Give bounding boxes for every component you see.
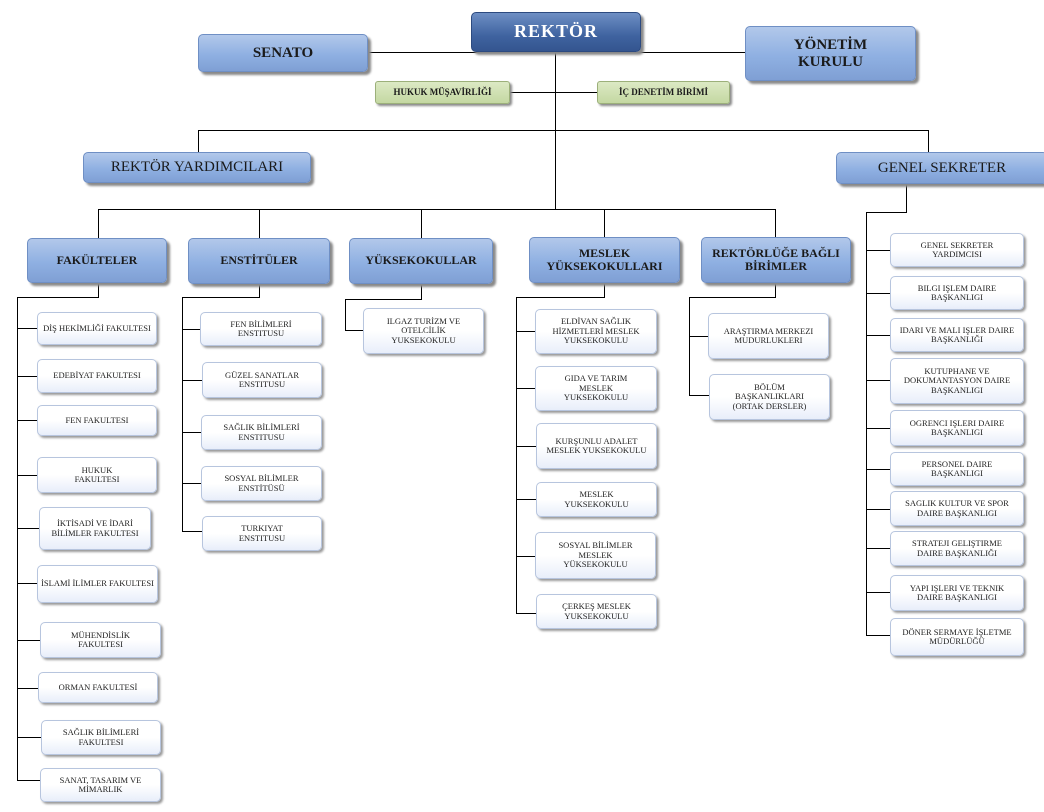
myo-meslek: MESLEK YUKSEKOKULU [536,482,657,517]
meslek-yuksekokullari-header: MESLEK YÜKSEKOKULLARI [529,237,680,283]
gs-kutuphane-dokumantasyon: KUTUPHANE VE DOKUMANTASYON DAIRE BAŞKANL… [890,358,1024,404]
fakulte-islami-ilimler: İSLAMİ İLİMLER FAKULTESI [37,565,158,603]
fakulte-hukuk: HUKUK FAKULTESI [37,457,157,493]
myo-eldivan-saglik: ELDİVAN SAĞLIK HİZMETLERİ MESLEK YUKSEKO… [535,309,657,354]
gs-ogrenci-isleri: OGRENCI IŞLERI DAIRE BAŞKANLIGI [890,410,1024,446]
enstitu-sosyal-bilimler: SOSYAL BİLİMLER ENSTİTÜSÜ [201,466,322,501]
genel-sekreter-box: GENEL SEKRETER [836,152,1044,184]
fakulte-dis-hekimligi: DİŞ HEKİMLİĞİ FAKULTESI [37,312,157,345]
yonetim-kurulu-box: YÖNETİM KURULU [745,26,916,81]
yuksekokullar-header: YÜKSEKOKULLAR [349,238,493,284]
gs-doner-sermaye: DÖNER SERMAYE İŞLETME MÜDÜRLÜĞÜ [890,618,1024,656]
gs-personel: PERSONEL DAIRE BAŞKANLIGI [890,452,1024,486]
gs-genel-sekreter-yardimcisi: GENEL SEKRETER YARDIMCISI [890,233,1024,267]
fakulteler-header: FAKÜLTELER [27,238,167,283]
ic-denetim-box: İÇ DENETİM BİRİMİ [597,81,730,104]
fakulte-orman: ORMAN FAKULTESİ [38,672,158,703]
myo-kursunlu-adalet: KURŞUNLU ADALET MESLEK YUKSEKOKULU [536,423,657,469]
yuksekokul-ilgaz-turizm: ILGAZ TURİZM VE OTELCİLİK YUKSEKOKULU [363,308,484,354]
myo-cerkes: ÇERKEŞ MESLEK YUKSEKOKULU [536,594,657,629]
gs-saglik-kultur-spor: SAGLIK KULTUR VE SPOR DAIRE BAŞKANLIGI [890,491,1024,526]
rektor-box: REKTÖR [471,12,641,52]
fakulte-muhendislik: MÜHENDİSLİK FAKULTESI [40,622,161,658]
fakulte-fen: FEN FAKULTESI [37,405,157,436]
rektorluge-bagli-birimler-header: REKTÖRLÜĞE BAĞLI BİRİMLER [701,237,851,283]
gs-bilgi-islem: BILGI IŞLEM DAIRE BAŞKANLIGI [890,276,1024,310]
enstitu-guzel-sanatlar: GÜZEL SANATLAR ENSTITUSU [202,362,322,398]
senato-box: SENATO [198,34,368,72]
myo-sosyal-bilimler: SOSYAL BİLİMLER MESLEK YÜKSEKOKULU [535,532,656,579]
fakulte-iktisadi-idari: İKTİSADİ VE İDARİ BİLİMLER FAKULTESI [39,507,151,550]
fakulte-sanat-tasarim-mimarlik: SANAT, TASARIM VE MİMARLIK [40,768,161,802]
fakulte-edebiyat: EDEBİYAT FAKULTESI [37,359,157,393]
rektor-yardimcilari-box: REKTÖR YARDIMCILARI [83,152,311,183]
birim-bolum-baskanliklari: BÖLÜM BAŞKANLIKLARI (ORTAK DERSLER) [709,374,830,420]
enstitu-fen-bilimleri: FEN BİLİMLERİ ENSTITUSU [200,312,322,346]
hukuk-musavirligi-box: HUKUK MÜŞAVİRLİĞİ [375,81,510,104]
enstitu-saglik-bilimleri: SAĞLIK BİLİMLERİ ENSTITUSU [201,415,322,450]
gs-yapi-isleri-teknik: YAPI IŞLERI VE TEKNIK DAIRE BAŞKANLIGI [890,575,1024,611]
enstitu-turkiyat: TURKIYAT ENSTITUSU [202,516,322,551]
gs-idari-mali-isler: IDARI VE MALI IŞLER DAIRE BAŞKANLIĞI [890,318,1024,352]
enstituler-header: ENSTİTÜLER [188,238,330,284]
gs-strateji-gelistirme: STRATEJI GELIŞTIRME DAIRE BAŞKANLIĞI [890,531,1024,566]
myo-gida-tarim: GIDA VE TARIM MESLEK YUKSEKOKULU [535,366,657,411]
fakulte-saglik-bilimleri: SAĞLIK BİLİMLERİ FAKULTESI [41,720,161,755]
birim-arastirma-merkezi: ARAŞTIRMA MERKEZI MUDURLUKLERI [708,313,829,359]
